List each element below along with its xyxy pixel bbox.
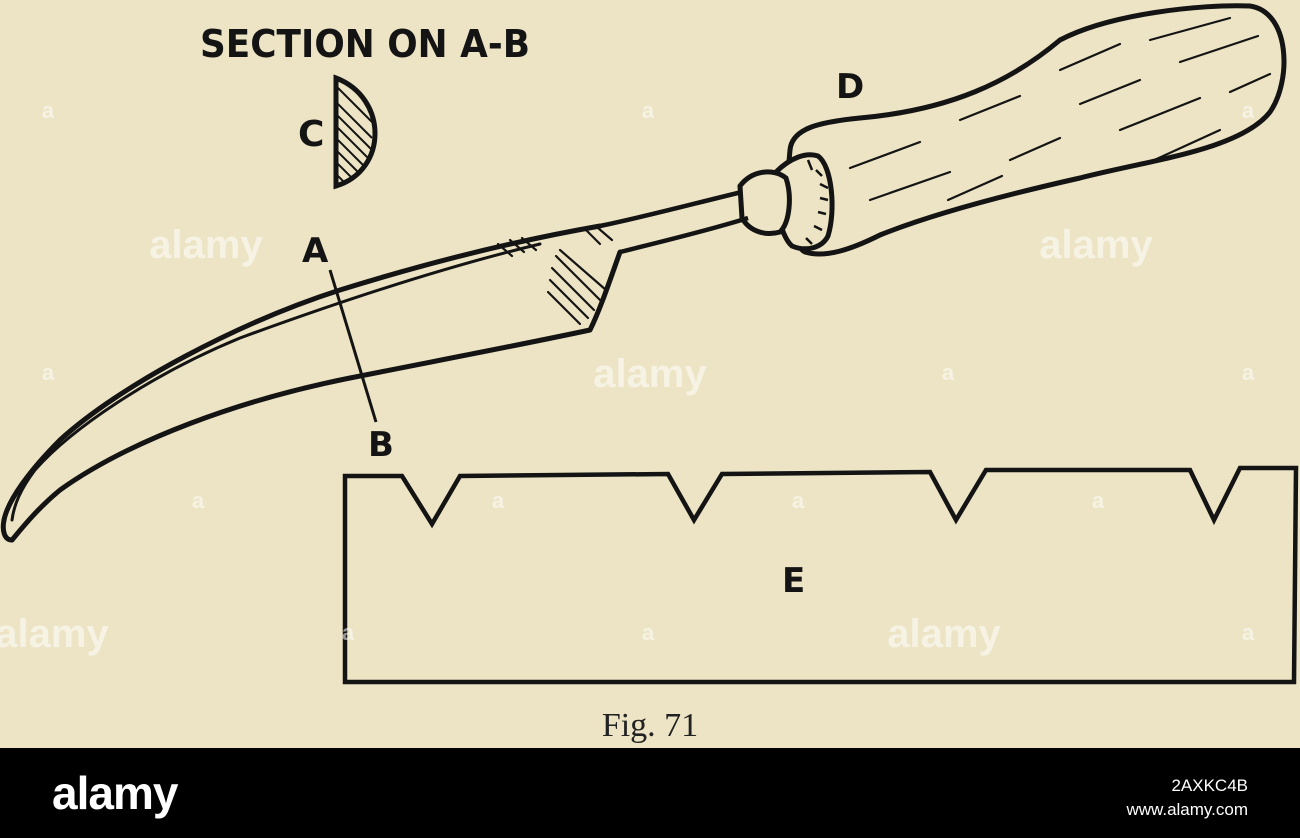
watermark-mark: a: [342, 620, 355, 645]
watermark-mark: a: [42, 98, 55, 123]
label-a: A: [302, 231, 329, 271]
stock-footer-bar: alamy 2AXKC4B www.alamy.com: [0, 748, 1300, 838]
watermark-mark: a: [792, 488, 805, 513]
gouge-blade: [0, 223, 623, 543]
watermark-mark: a: [942, 360, 955, 385]
section-line-ab: [328, 269, 378, 423]
cross-section-c: [333, 74, 378, 190]
tool-handle-d: [785, 3, 1287, 257]
watermark-mark: a: [642, 98, 655, 123]
watermark-mark: a: [1092, 488, 1105, 513]
carving-tool-diagram: SECTION ON A-B C D A B E Fig. 71 alamy a…: [0, 3, 1299, 744]
figure-caption: Fig. 71: [602, 707, 698, 744]
image-id: 2AXKC4B: [1171, 776, 1248, 795]
watermark: alamy: [0, 612, 109, 656]
watermark-mark: a: [42, 360, 55, 385]
watermark: alamy: [887, 612, 1001, 656]
ferrule: [737, 152, 835, 252]
watermark-mark: a: [1242, 360, 1255, 385]
watermark: alamy: [149, 223, 263, 267]
watermark-mark: a: [492, 488, 505, 513]
watermark-layer: alamy alamy alamy alamy alamy a a a a a …: [0, 98, 1255, 656]
label-e: E: [782, 561, 805, 601]
label-c: C: [298, 114, 324, 155]
tool-tang: [599, 189, 749, 255]
watermark-mark: a: [192, 488, 205, 513]
watermark-mark: a: [642, 620, 655, 645]
watermark-mark: a: [1242, 620, 1255, 645]
watermark-mark: a: [1242, 98, 1255, 123]
alamy-logo: alamy: [52, 767, 178, 819]
label-d: D: [836, 67, 864, 107]
watermark: alamy: [593, 352, 707, 396]
image-credit: 2AXKC4B www.alamy.com: [1126, 774, 1248, 822]
section-heading: SECTION ON A-B: [200, 22, 530, 66]
site-url: www.alamy.com: [1126, 800, 1248, 819]
label-b: B: [368, 425, 394, 465]
watermark: alamy: [1039, 223, 1153, 267]
grooved-board-e: [342, 465, 1299, 685]
